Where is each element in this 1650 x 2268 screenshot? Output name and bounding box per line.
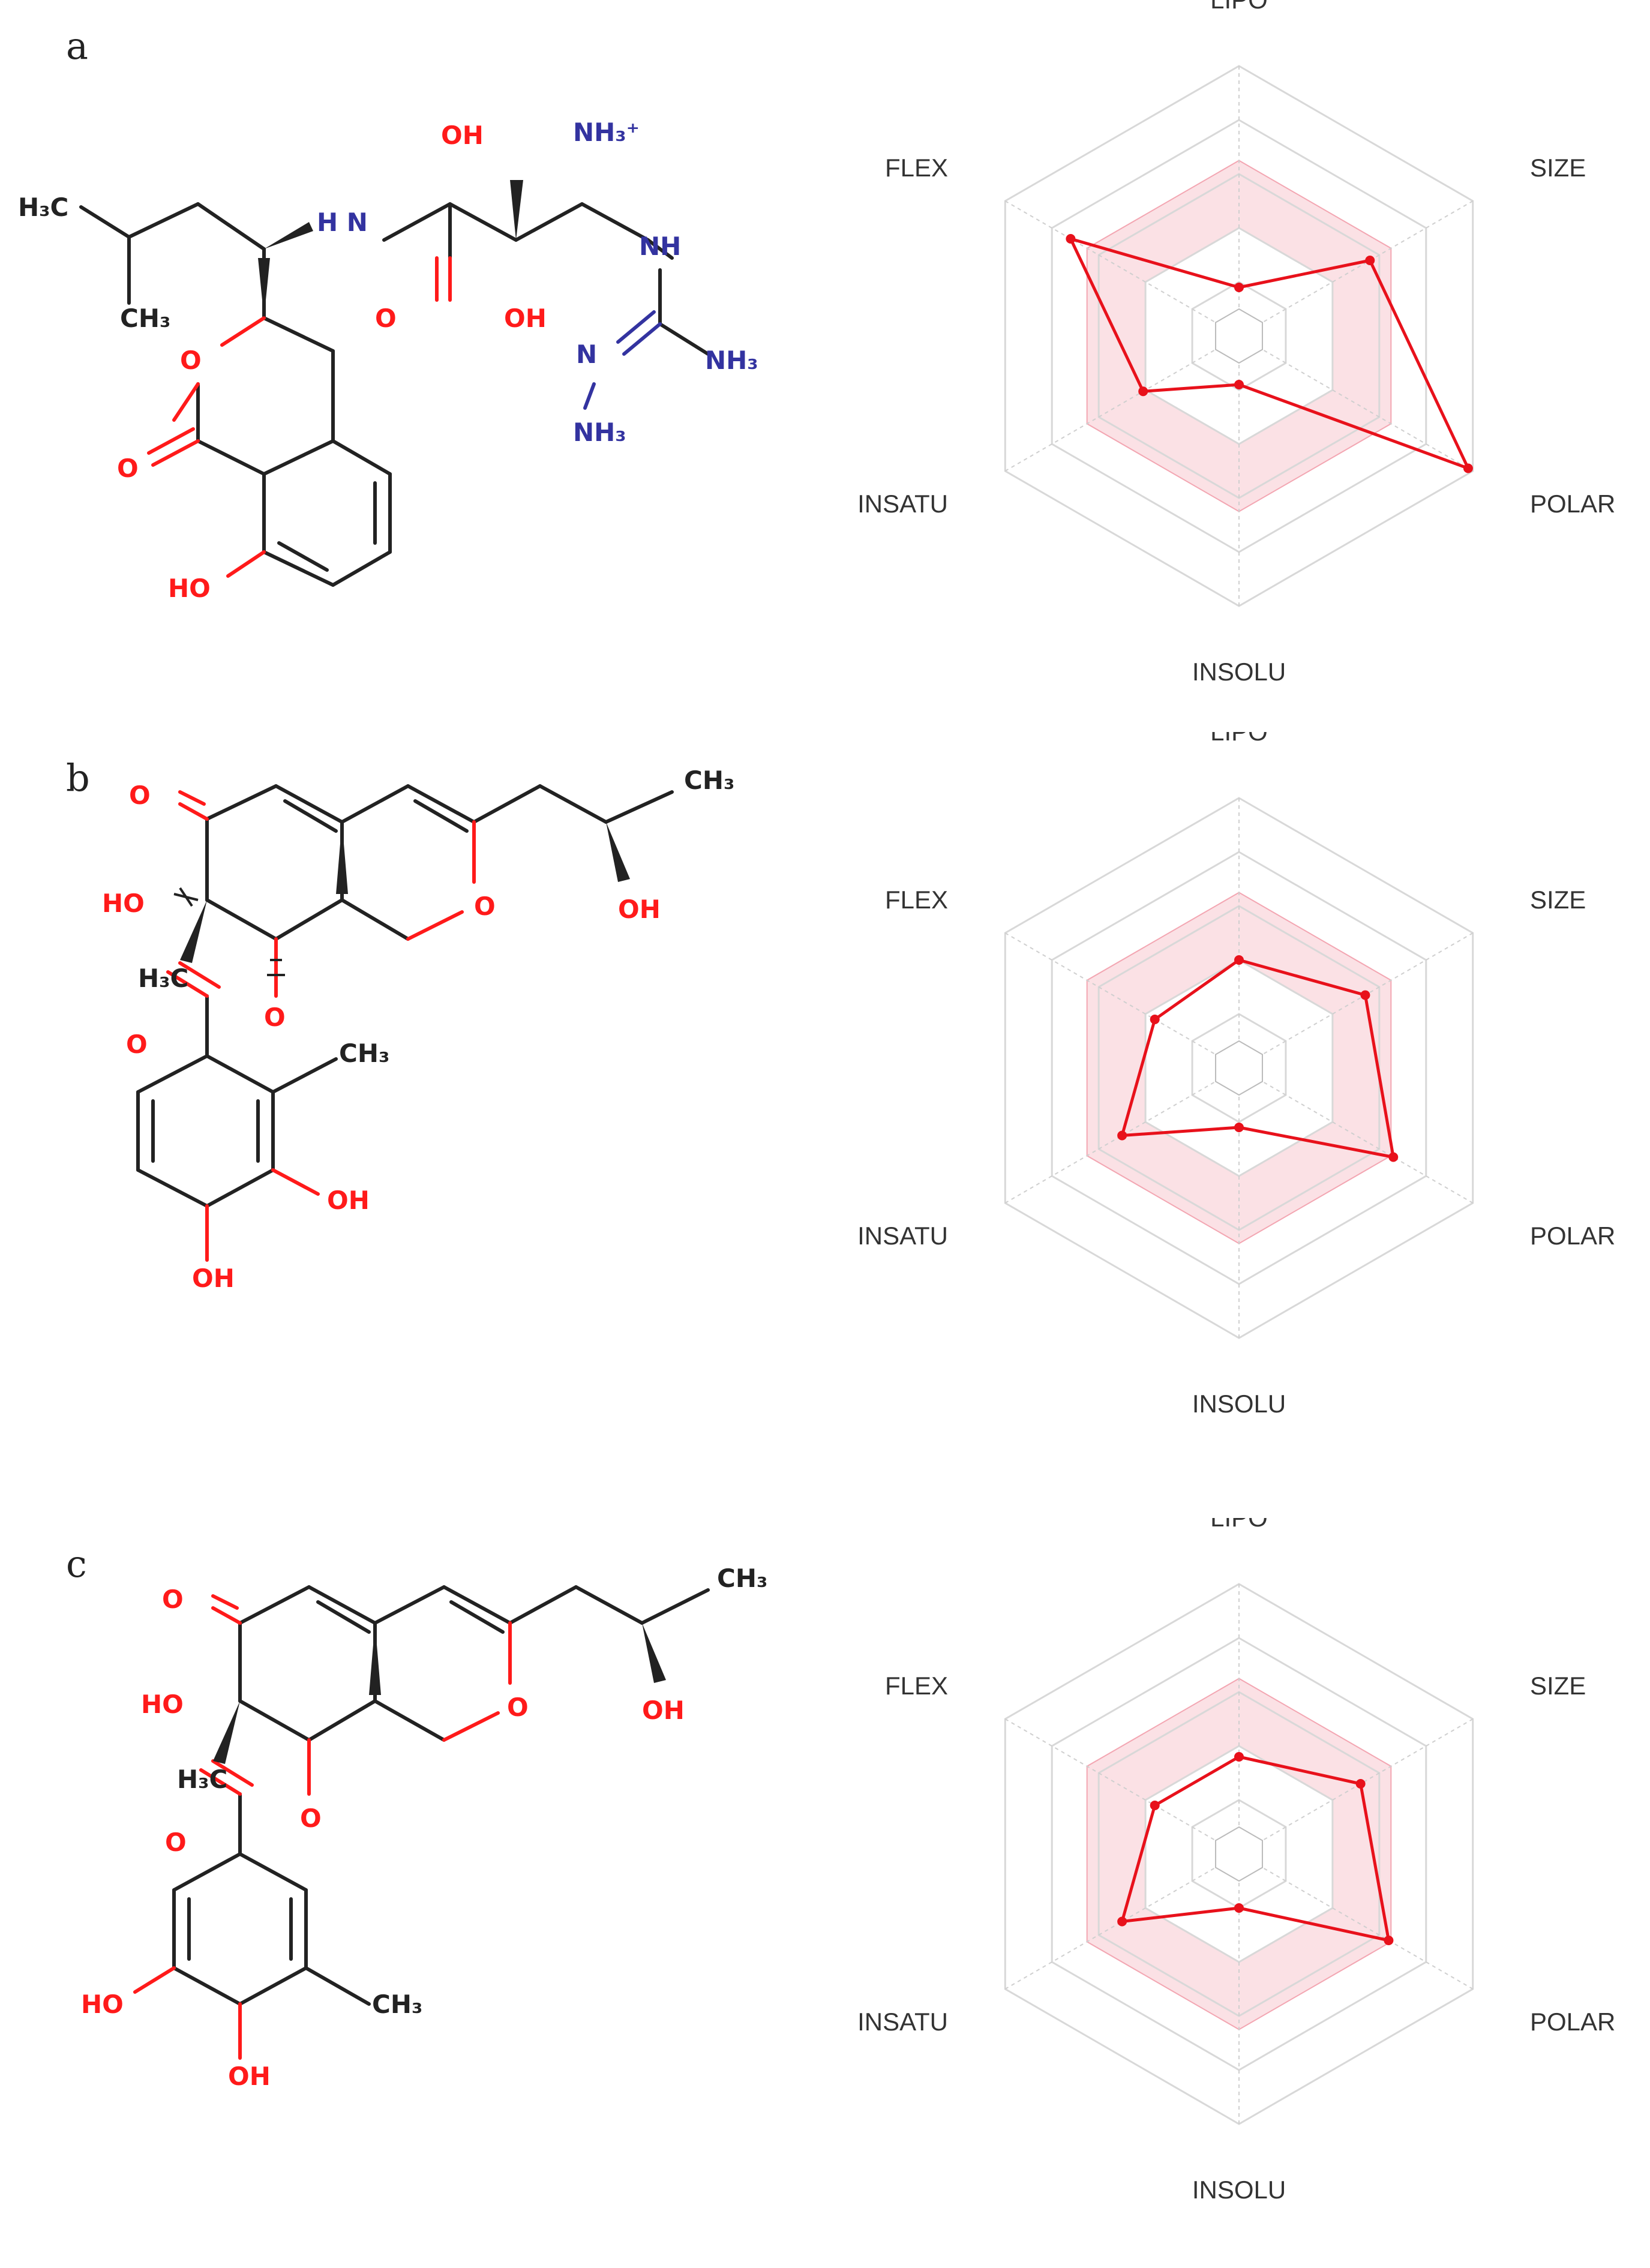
atom-nh3-a: NH₃ [705, 346, 758, 375]
atom-h3c: H₃C [138, 964, 188, 993]
axis-label-insolu: INSOLU [1192, 2176, 1286, 2204]
atom-nh: H N [317, 208, 368, 237]
axis-label-insatu: INSATU [857, 1222, 948, 1250]
atom-ch3-aromatic: CH₃ [339, 1039, 389, 1068]
axis-spoke [1004, 1067, 1240, 1204]
atom-ho: HO [141, 1690, 184, 1719]
axis-spoke [1004, 1718, 1240, 1855]
axis-label-insatu: INSATU [857, 490, 948, 518]
atom-o-keto: O [129, 781, 151, 810]
atom-o-ester: O [264, 1003, 286, 1032]
atom-oh-side: OH [618, 895, 661, 924]
data-point-flex [1150, 1801, 1160, 1810]
data-point-insolu [1234, 380, 1244, 389]
axis-spoke [1004, 335, 1240, 472]
center-hex [1215, 308, 1263, 364]
axis-label-lipo: LIPO [1210, 732, 1268, 746]
axis-label-flex: FLEX [885, 886, 948, 914]
axis-label-insolu: INSOLU [1192, 1390, 1286, 1418]
atom-nh3-b: NH₃ [573, 418, 626, 447]
axis-label-flex: FLEX [885, 154, 948, 182]
atom-o-ring: O [474, 892, 496, 921]
atom-ch3-top: CH₃ [717, 1564, 767, 1593]
panel-letter: b [66, 756, 90, 800]
radar-chart-b: LIPO SIZE POLAR INSOLU INSATU FLEX [857, 732, 1615, 1418]
data-point-size [1365, 256, 1375, 265]
atom-nh-right: NH [639, 232, 681, 261]
data-point-insolu [1234, 1123, 1244, 1132]
center-hex [1215, 1826, 1263, 1882]
panel-letter: a [66, 24, 88, 68]
atom-o-ring: O [507, 1693, 529, 1722]
atom-oh-aromatic-1: OH [327, 1186, 370, 1215]
molecule-structure-c: O CH₃ HO H₃C O OH O O HO OH CH₃ [81, 1564, 767, 2091]
atom-nh3-plus: NH₃⁺ [573, 118, 640, 147]
axis-label-size: SIZE [1530, 886, 1586, 914]
axis-spoke [1238, 1853, 1474, 1990]
axis-label-lipo: LIPO [1210, 1518, 1268, 1532]
data-point-polar [1463, 463, 1473, 473]
data-point-size [1355, 1779, 1366, 1789]
data-point-polar [1384, 1936, 1394, 1945]
atom-ch3-aromatic: CH₃ [372, 1990, 422, 2019]
axis-label-size: SIZE [1530, 154, 1586, 182]
radar-chart-a: LIPO SIZE POLAR INSOLU INSATU FLEX [857, 0, 1615, 686]
panel-a: a [0, 0, 1650, 750]
atom-ho: HO [102, 889, 145, 918]
center-hex [1215, 1040, 1263, 1096]
axis-label-polar: POLAR [1530, 2008, 1615, 2036]
atom-oh-side: OH [642, 1696, 685, 1725]
panel-b: b [0, 732, 1650, 1482]
axis-spoke [1238, 200, 1474, 337]
atom-o-carbonyl: O [117, 454, 139, 483]
molecule-structure-a: H₃C CH₃ H N OH OH NH₃⁺ NH N NH₃ NH₃ O O … [18, 118, 758, 603]
data-point-insatu [1138, 386, 1148, 397]
axis-label-lipo: LIPO [1210, 0, 1268, 14]
axis-label-insolu: INSOLU [1192, 658, 1286, 686]
data-point-lipo [1234, 955, 1244, 965]
data-point-flex [1150, 1015, 1160, 1024]
axis-label-polar: POLAR [1530, 1222, 1615, 1250]
atom-h3c: H₃C [18, 193, 68, 222]
atom-oh-mid: OH [504, 304, 547, 333]
atom-ch3: CH₃ [120, 304, 170, 333]
data-point-insolu [1234, 1903, 1244, 1913]
axis-spoke [1238, 335, 1474, 472]
panel-c: c [0, 1518, 1650, 2268]
atom-h3c: H₃C [177, 1765, 227, 1794]
atom-n-left: N [576, 340, 597, 369]
data-point-lipo [1234, 283, 1244, 292]
atom-ho: HO [168, 574, 211, 603]
data-point-flex [1066, 234, 1076, 244]
atom-o-carbonyl: O [126, 1030, 148, 1059]
axis-spoke [1238, 1067, 1474, 1204]
atom-o-amide: O [375, 304, 397, 333]
atom-o-keto: O [162, 1585, 184, 1614]
atom-oh-top: OH [441, 121, 484, 150]
data-point-size [1360, 990, 1370, 1000]
panel-letter: c [66, 1542, 87, 1586]
atom-o-ring: O [180, 346, 202, 375]
data-point-polar [1388, 1152, 1399, 1162]
data-point-insatu [1117, 1130, 1127, 1141]
axis-spoke [1004, 1853, 1240, 1990]
atom-oh-aromatic: OH [228, 2062, 271, 2091]
radar-chart-c: LIPO SIZE POLAR INSOLU INSATU FLEX [857, 1518, 1615, 2204]
atom-o-ester: O [300, 1804, 322, 1833]
atom-oh-aromatic-2: OH [192, 1264, 235, 1293]
axis-label-size: SIZE [1530, 1672, 1586, 1700]
axis-spoke [1238, 1718, 1474, 1855]
axis-spoke [1004, 200, 1240, 337]
axis-label-insatu: INSATU [857, 2008, 948, 2036]
atom-o-carbonyl: O [165, 1828, 187, 1857]
atom-ho-aromatic: HO [81, 1990, 124, 2019]
data-point-lipo [1234, 1752, 1244, 1762]
data-point-insatu [1117, 1916, 1127, 1927]
axis-label-flex: FLEX [885, 1672, 948, 1700]
axis-spoke [1238, 932, 1474, 1069]
atom-ch3-top: CH₃ [684, 766, 734, 795]
axis-spoke [1004, 932, 1240, 1069]
molecule-structure-b: O CH₃ HO H₃C O OH O O CH₃ OH OH [102, 766, 734, 1293]
axis-label-polar: POLAR [1530, 490, 1615, 518]
